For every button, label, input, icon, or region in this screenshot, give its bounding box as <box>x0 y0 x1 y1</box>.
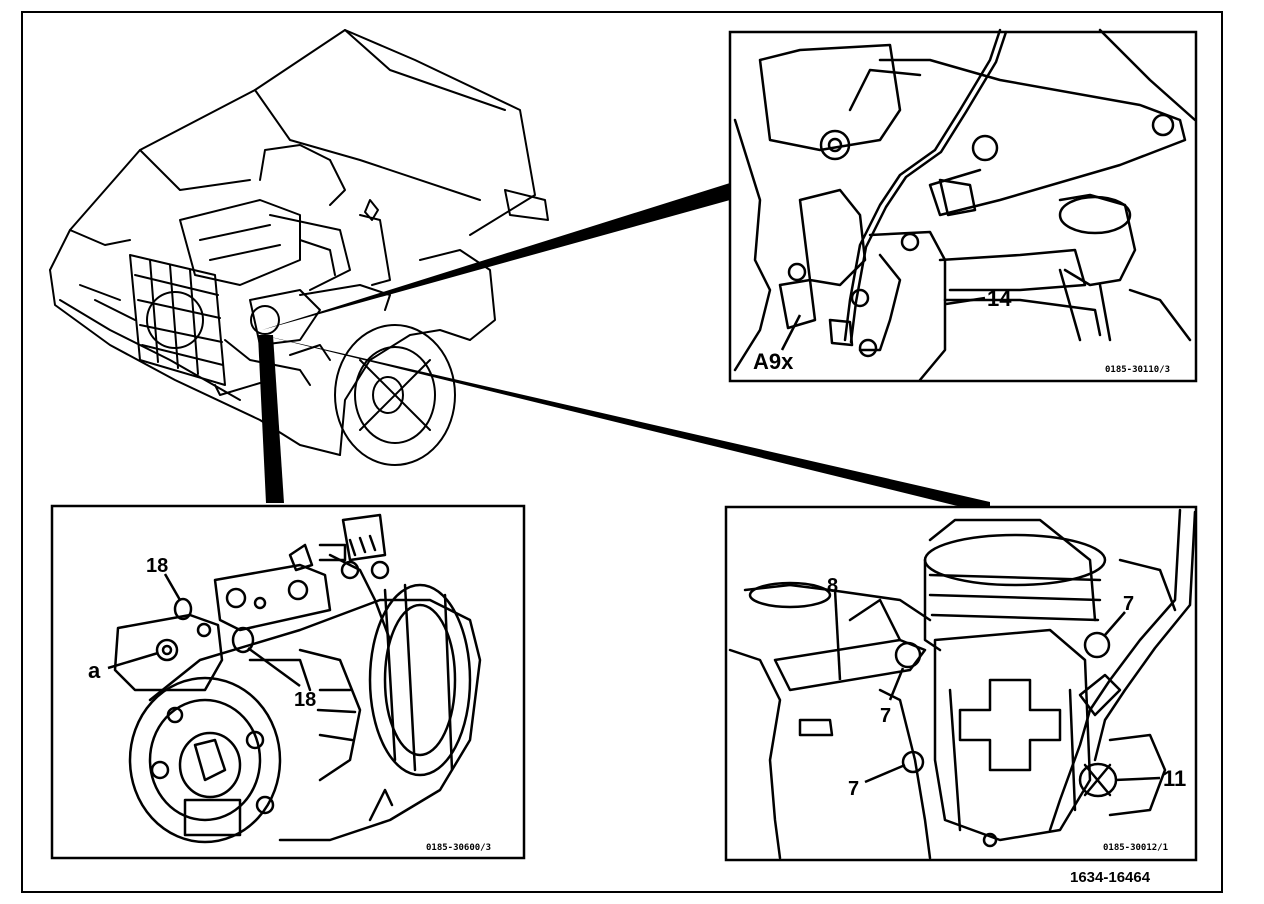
callout-wedges <box>258 183 990 514</box>
label-7-top-right: 7 <box>1123 593 1134 615</box>
leader-7-bottom <box>864 763 906 784</box>
leader-8 <box>833 589 842 681</box>
wedge-to-bottom-left <box>258 335 284 503</box>
leader-14 <box>945 296 986 306</box>
figure-number: 1634-16464 <box>1070 869 1151 886</box>
wedge-to-top-right <box>262 183 730 330</box>
leader-a9x <box>780 314 802 351</box>
leader-7-top-right <box>1104 611 1126 636</box>
label-18-top: 18 <box>146 555 168 577</box>
panel-bottom-left: a 18 18 0185-30600/3 <box>50 504 526 860</box>
wedge-to-bottom-right <box>262 335 990 514</box>
leader-a <box>107 651 159 670</box>
car-overview-drawing <box>49 29 549 466</box>
label-11: 11 <box>1163 766 1186 791</box>
label-8: 8 <box>827 575 838 597</box>
panel-bottom-right-frame <box>724 505 1198 862</box>
label-7-middle: 7 <box>880 705 891 727</box>
photo-code-top-right: 0185-30110/3 <box>1105 365 1170 375</box>
photo-code-bottom-left: 0185-30600/3 <box>426 843 491 853</box>
panel-bottom-right: 8 7 7 7 11 0185-30012/1 <box>724 505 1198 862</box>
leader-7-middle <box>888 667 905 701</box>
panel-top-right: A9x 14 0185-30110/3 <box>728 28 1198 383</box>
leader-11 <box>1114 776 1161 782</box>
panel-bottom-left-frame <box>50 504 526 860</box>
label-a: a <box>88 658 101 683</box>
label-a9x: A9x <box>753 349 794 374</box>
outer-frame <box>21 11 1223 893</box>
photo-code-bottom-right: 0185-30012/1 <box>1103 843 1168 853</box>
label-18-bottom: 18 <box>294 689 316 711</box>
label-14: 14 <box>987 286 1012 311</box>
leader-18-top <box>163 573 182 601</box>
leader-18-bottom <box>247 646 301 688</box>
label-7-bottom: 7 <box>848 778 859 800</box>
